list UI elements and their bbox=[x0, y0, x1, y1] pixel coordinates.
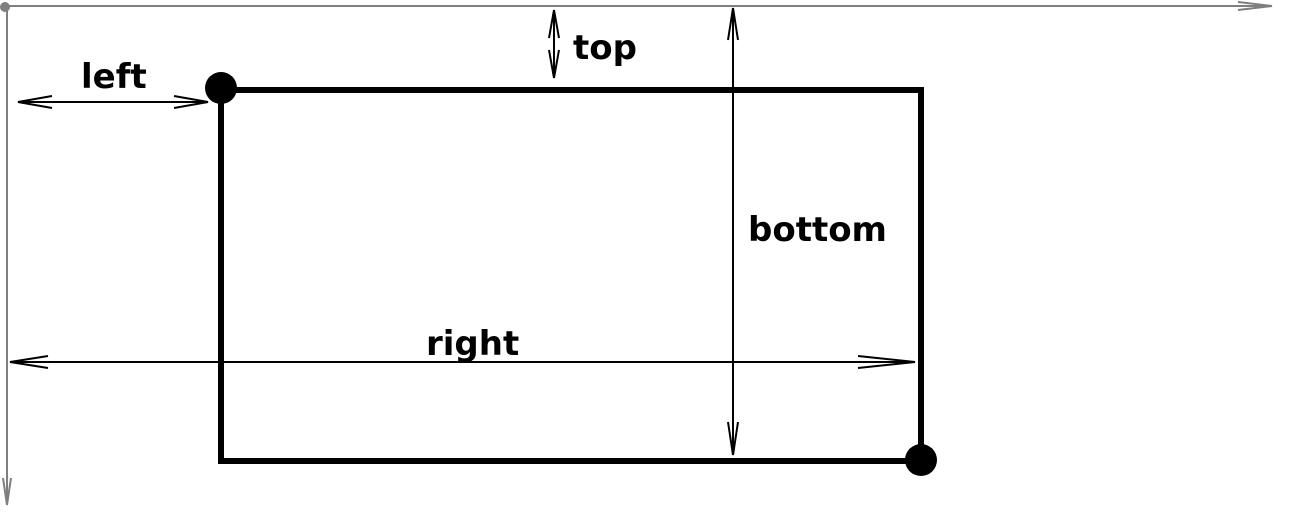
right-label: right bbox=[426, 324, 519, 364]
left-measurement-arrow bbox=[17, 95, 209, 109]
coordinate-axes bbox=[0, 1, 1273, 506]
bottom-label: bottom bbox=[748, 210, 887, 250]
bottom-right-corner-dot bbox=[905, 444, 937, 476]
x-axis-arrowhead bbox=[1237, 1, 1273, 11]
rectangle bbox=[218, 87, 924, 464]
origin-marker bbox=[0, 2, 10, 12]
bottom-measurement-arrow bbox=[727, 7, 739, 456]
top-label: top bbox=[573, 28, 637, 68]
left-label: left bbox=[81, 57, 147, 97]
y-axis-arrowhead bbox=[2, 477, 12, 506]
top-measurement-arrow bbox=[548, 9, 560, 79]
top-left-corner-dot bbox=[205, 72, 237, 104]
right-measurement-arrow bbox=[9, 355, 916, 369]
